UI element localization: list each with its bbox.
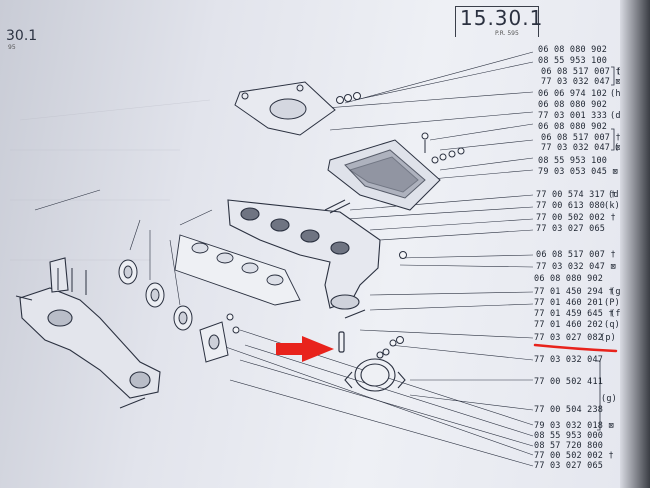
part-code: (k) [604,201,620,211]
intake-manifold [19,257,161,399]
part-number: 77 00 502 411 [534,377,604,387]
part-number: 77 03 027 065 [536,224,606,234]
part-number: 77 01 460 202 [534,320,604,330]
part-code: (d) [610,111,626,121]
group-brackets [597,66,615,431]
page-edge-shadow [620,0,650,488]
part-code: (g) [601,394,617,404]
part-code: (f) [610,309,626,319]
part-number: 08 55 953 000 [534,431,604,441]
part-number: 06 08 517 007 † [541,67,621,77]
part-number: 77 01 450 294 † [534,287,614,297]
part-number: 79 03 053 045 ⊠ [538,167,618,177]
part-number: 06 08 080 902 [538,100,608,110]
part-number: 06 08 080 902 [538,45,608,55]
part-number: 77 01 459 645 † [534,309,614,319]
part-code: (p) [600,333,616,343]
part-number: 79 03 032 018 ⊠ [534,421,614,431]
part-number: 77 01 460 201 [534,298,604,308]
part-number: 06 08 517 007 † [541,133,621,143]
part-number: 06 08 517 007 † [536,250,616,260]
flange-gaskets-left [118,259,229,363]
page-section-sub: 95 [8,44,16,51]
part-number: 06 08 080 902 [538,122,608,132]
part-number: 77 00 574 317 † [536,190,616,200]
exhaust-manifold [227,199,381,310]
upper-flange-plate [234,81,336,136]
part-number: 77 03 032 047 [534,355,604,365]
part-number: 77 00 504 238 [534,405,604,415]
part-number: 08 57 720 800 [534,441,604,451]
part-number: 08 55 953 100 [538,156,608,166]
part-number: 77 03 032 047 ⊠ [541,143,621,153]
part-number: 77 00 502 002 † [534,451,614,461]
part-number: 77 03 001 333 [538,111,608,121]
part-number: 08 55 953 100 [538,56,608,66]
part-number: 77 03 027 065 [534,461,604,471]
page-section-corner: 30.1 [6,28,38,44]
part-number: 77 03 032 047 ⊠ [541,77,621,87]
section-number: 15.30.1 [460,6,544,30]
gasket-studs [324,199,351,214]
section-ref: P.R. 595 [495,30,519,37]
target-stud [338,309,366,353]
part-code: (h) [610,89,626,99]
part-number: 77 03 032 047 ⊠ [536,262,616,272]
part-number: 06 08 080 902 [534,274,604,284]
manifold-gasket [174,234,301,306]
part-number: 06 06 974 102 [538,89,608,99]
part-number: 77 00 502 002 † [536,213,616,223]
exhaust-clamp [344,348,406,392]
bolts-and-nuts [15,92,465,409]
part-code: (g) [610,287,626,297]
heat-shield [327,139,441,211]
section-header-box [455,6,539,37]
highlighted-part-number: 77 03 027 082 [534,333,604,343]
highlight-underline [533,343,618,353]
highlight-arrow [276,336,334,362]
part-number: 77 00 613 080 [536,201,606,211]
